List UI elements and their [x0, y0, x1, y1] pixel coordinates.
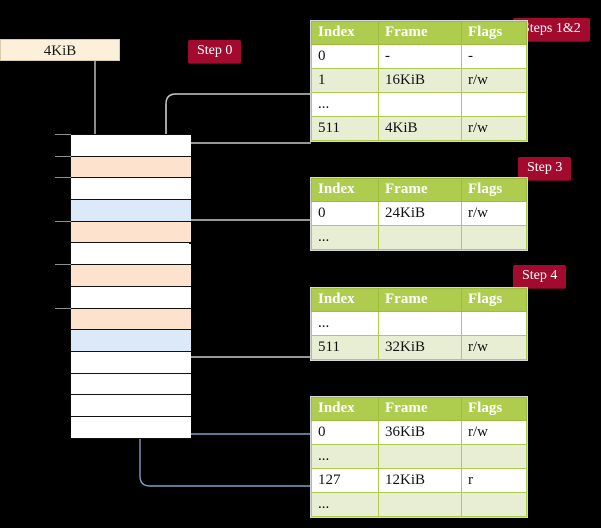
- memory-frame-12: [71, 395, 191, 418]
- memory-tick-2: [55, 177, 71, 179]
- cell-frame: -: [378, 44, 462, 69]
- cell-index: 511: [311, 116, 379, 141]
- column-header-frame: Frame: [378, 288, 462, 312]
- cell-index: 0: [311, 201, 379, 226]
- memory-tick-0: [55, 134, 71, 135]
- cell-index: ...: [311, 444, 379, 469]
- badge-label: Step 0: [197, 43, 233, 58]
- cell-index: 0: [311, 420, 379, 445]
- memory-frame-3: [71, 200, 191, 222]
- table-row: 0--: [311, 44, 527, 69]
- cell-flags: r/w: [461, 68, 527, 93]
- column-header-index: Index: [311, 397, 379, 421]
- badge-label: Step 4: [522, 268, 558, 283]
- cell-frame: [378, 492, 462, 517]
- column-header-flags: Flags: [461, 397, 527, 421]
- cell-flags: [461, 225, 527, 250]
- cell-frame: [378, 92, 462, 117]
- cell-frame: 4KiB: [378, 116, 462, 141]
- memory-tick-6: [55, 264, 71, 266]
- memory-frame-1: [71, 156, 191, 179]
- badge-step-0: Step 0: [188, 40, 242, 63]
- cell-frame: 16KiB: [378, 68, 462, 93]
- column-header-index: Index: [311, 288, 379, 312]
- column-header-frame: Frame: [378, 397, 462, 421]
- cell-frame: 36KiB: [378, 420, 462, 445]
- memory-frame-13: [71, 417, 191, 439]
- memory-tick-1: [55, 155, 71, 157]
- cell-index: 511: [311, 335, 379, 360]
- memory-tick-8: [55, 307, 71, 309]
- cell-index: ...: [311, 225, 379, 250]
- table-row: ...: [311, 225, 527, 250]
- memory-frame-11: [71, 373, 191, 396]
- memory-frame-5: [71, 243, 191, 266]
- cell-flags: r/w: [461, 116, 527, 141]
- cell-index: ...: [311, 492, 379, 517]
- cell-flags: r: [461, 468, 527, 493]
- cell-index: ...: [311, 92, 379, 117]
- memory-frame-6: [71, 265, 191, 287]
- table-row: ...: [311, 92, 527, 117]
- memory-frame-8: [71, 308, 191, 331]
- cell-flags: [461, 444, 527, 469]
- column-header-flags: Flags: [461, 288, 527, 312]
- badge-step-3: Step 3: [518, 157, 572, 180]
- frame-size-box: 4KiB: [0, 39, 120, 61]
- cell-flags: [461, 311, 527, 336]
- column-header-flags: Flags: [461, 178, 527, 202]
- column-header-frame: Frame: [378, 178, 462, 202]
- cell-flags: r/w: [461, 201, 527, 226]
- cell-frame: [378, 444, 462, 469]
- column-header-flags: Flags: [461, 21, 527, 45]
- cell-flags: -: [461, 44, 527, 69]
- cell-index: 0: [311, 44, 379, 69]
- column-header-frame: Frame: [378, 21, 462, 45]
- memory-frame-0: [71, 135, 191, 157]
- cell-frame: 12KiB: [378, 468, 462, 493]
- cell-index: ...: [311, 311, 379, 336]
- cell-frame: 32KiB: [378, 335, 462, 360]
- column-header-index: Index: [311, 21, 379, 45]
- cell-index: 127: [311, 468, 379, 493]
- memory-frame-9: [71, 330, 191, 352]
- cell-frame: [378, 225, 462, 250]
- badge-steps-1-2: Steps 1&2: [513, 18, 590, 41]
- memory-frame-7: [71, 286, 191, 309]
- cell-flags: [461, 492, 527, 517]
- memory-frame-4: [71, 221, 191, 244]
- badge-step-4: Step 4: [513, 265, 567, 288]
- physical-memory-column: [70, 134, 191, 439]
- memory-frame-2: [71, 178, 191, 201]
- cell-frame: 24KiB: [378, 201, 462, 226]
- cell-frame: [378, 311, 462, 336]
- frame-size-label: 4KiB: [43, 43, 77, 59]
- memory-tick-4: [55, 220, 71, 222]
- cell-index: 1: [311, 68, 379, 93]
- cell-flags: [461, 92, 527, 117]
- cell-flags: r/w: [461, 420, 527, 445]
- table-row: ...: [311, 492, 527, 517]
- badge-label: Steps 1&2: [522, 21, 581, 36]
- column-header-index: Index: [311, 178, 379, 202]
- badge-label: Step 3: [527, 160, 563, 175]
- table-row: ...: [311, 444, 527, 469]
- cell-flags: r/w: [461, 335, 527, 360]
- table-row: ...: [311, 311, 527, 336]
- memory-frame-10: [71, 352, 191, 374]
